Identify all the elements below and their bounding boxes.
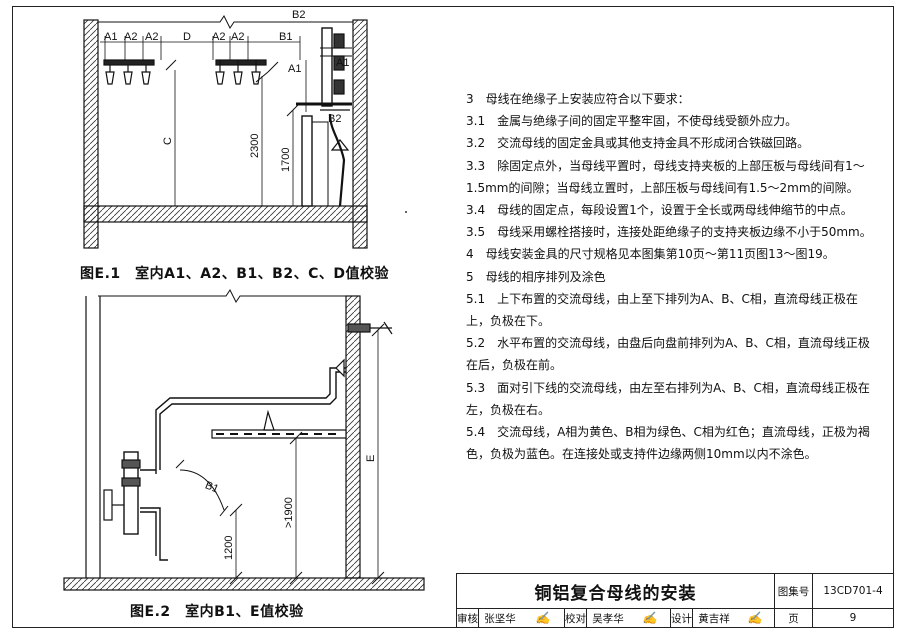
note-line: 5.2 水平布置的交流母线，由盘后向盘前排列为A、B、C相，直流母线正极在后，负…: [466, 336, 870, 373]
notes-text: 3 母线在绝缘子上安装应符合以下要求： 3.1 金属与绝缘子间的固定平整牢固，不…: [466, 88, 876, 465]
label-d: D: [183, 31, 191, 43]
label-2300: 2300: [249, 134, 261, 158]
left-wall: [83, 19, 99, 249]
label-a1-left: A1: [288, 63, 301, 75]
label-a1-right: A1: [336, 57, 349, 69]
checker-signature: ✍: [629, 609, 671, 627]
floor-slab-e2: [63, 577, 425, 591]
designer-signature: ✍: [735, 609, 775, 627]
floor-slab: [83, 205, 368, 223]
drawing-title: 铜铝复合母线的安装: [457, 574, 775, 609]
design-label: 设计: [671, 609, 693, 627]
label-e: E: [365, 455, 377, 462]
label-a2-4: A2: [231, 31, 244, 43]
reviewer-signature: ✍: [521, 609, 565, 627]
note-line: 3.4 母线的固定点，每段设置1个，设置于全长或两母线伸缩节的中点。: [466, 203, 853, 218]
drawing-frame: [12, 6, 894, 628]
label-b2-top: B2: [292, 9, 305, 21]
label-a2-2: A2: [145, 31, 158, 43]
note-line: 5 母线的相序排列及涂色: [466, 269, 606, 284]
figure-e2-caption: 图E.2 室内B1、E值校验: [130, 604, 304, 620]
title-block: 铜铝复合母线的安装 图集号 13CD701-4 审核 张坚华 ✍ 校对 吴孝华 …: [456, 573, 894, 628]
atlas-number: 13CD701-4: [813, 574, 893, 609]
note-line: 3.2 交流母线的固定金具或其他支持金具不形成闭合铁磁回路。: [466, 136, 810, 151]
label-a1: A1: [104, 31, 117, 43]
reviewer-name: 张坚华: [484, 612, 516, 625]
page-label: 页: [775, 609, 813, 627]
checker-name: 吴孝华: [592, 612, 624, 625]
right-wall-e2: [345, 295, 361, 579]
label-b2: B2: [328, 113, 341, 125]
label-1700: 1700: [280, 148, 292, 172]
figure-e2-drawing: [63, 289, 425, 591]
label-b1: B1: [279, 31, 292, 43]
atlas-label: 图集号: [775, 574, 813, 609]
note-line: 3 母线在绝缘子上安装应符合以下要求：: [466, 92, 690, 106]
figure-e1-labels: A1 A2 A2 D A2 A2 B1 B2 A1 A1 B2 C 2300 1…: [104, 9, 349, 172]
note-line: 5.1 上下布置的交流母线，由上至下排列为A、B、C相，直流母线正极在上，负极在…: [466, 291, 858, 329]
label-c: C: [162, 137, 174, 145]
right-wall: [352, 19, 368, 249]
note-line: 4 母线安装金具的尺寸规格见本图集第10页～第11页图13～图19。: [466, 247, 835, 262]
note-line: 5.4 交流母线，A相为黄色、B相为绿色、C相为红色；直流母线，正极为褐色，负极…: [466, 425, 870, 462]
check-label: 校对: [565, 609, 587, 627]
designer-name: 黄吉祥: [698, 612, 730, 625]
figure-e1-drawing: [83, 15, 368, 249]
note-line: 3.5 母线采用螺栓搭接时，连接处距绝缘子的支持夹板边缘不小于50mm。: [466, 225, 872, 240]
review-label: 审核: [457, 609, 479, 627]
label-1200: 1200: [223, 536, 235, 560]
label-1900: >1900: [283, 497, 295, 528]
label-a2-1: A2: [124, 31, 137, 43]
note-line: 5.3 面对引下线的交流母线，由左至右排列为A、B、C相，直流母线正极在左，负极…: [466, 380, 870, 417]
note-line: 3.3 除固定点外，当母线平置时，母线支持夹板的上部压板与母线间有1～1.5mm…: [466, 158, 865, 195]
page-number: 9: [849, 612, 857, 624]
label-a2-3: A2: [212, 31, 225, 43]
figure-e1-caption: 图E.1 室内A1、A2、B1、B2、C、D值校验: [80, 266, 389, 282]
note-line: 3.1 金属与绝缘子间的固定平整牢固，不使母线受额外应力。: [466, 114, 798, 129]
label-b1-e2: B1: [203, 479, 220, 495]
figure-e2-labels: B1 E >1900 1200: [203, 455, 377, 560]
